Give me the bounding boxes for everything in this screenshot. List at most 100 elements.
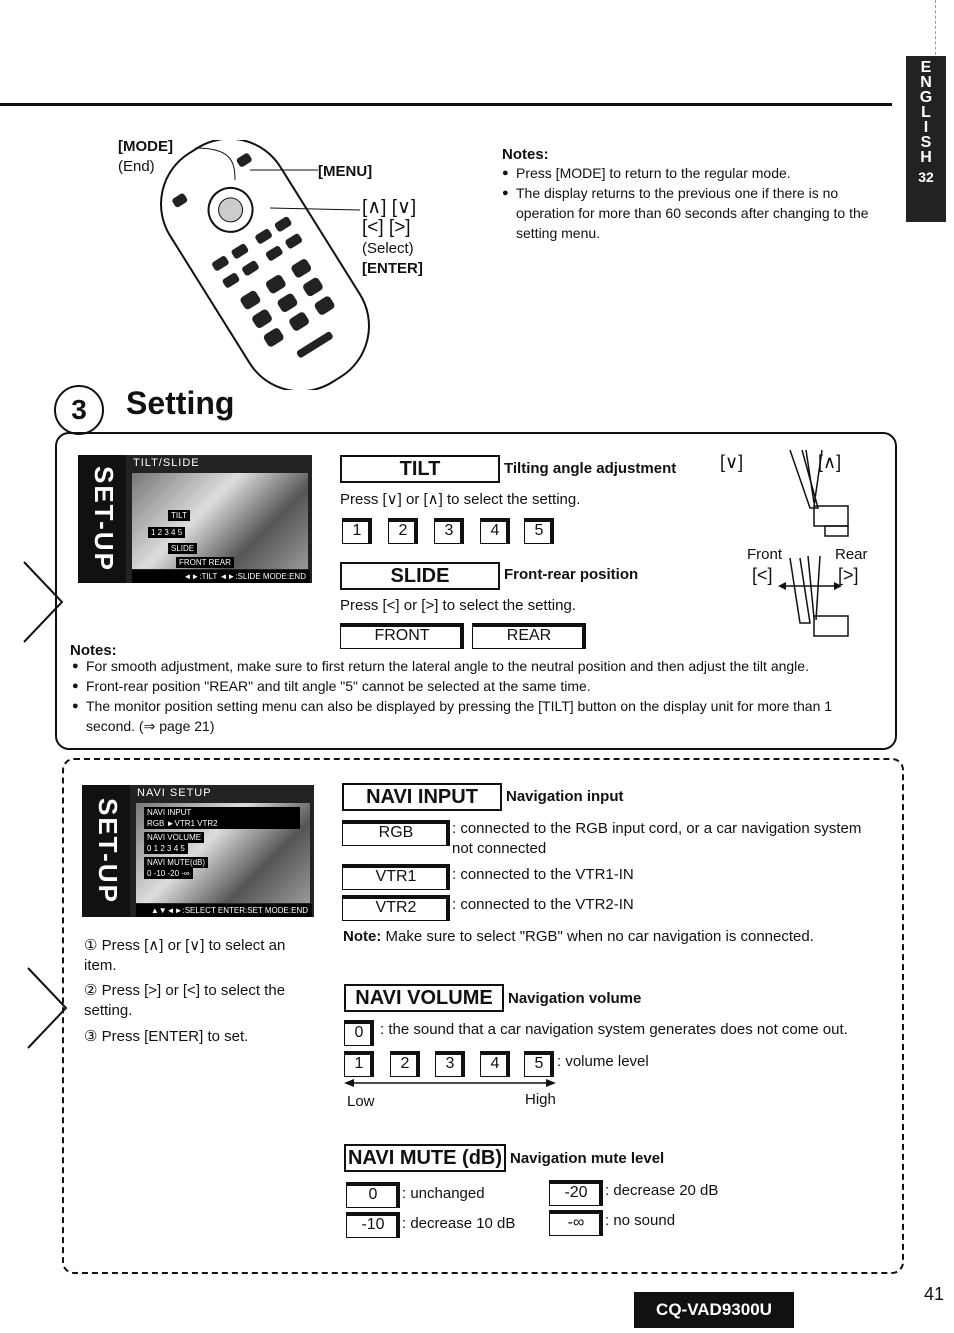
section-title: Setting bbox=[126, 385, 235, 421]
note-item: Front-rear position "REAR" and tilt angl… bbox=[72, 676, 884, 696]
mode-label: [MODE] bbox=[118, 138, 173, 155]
lcd-row-mute: NAVI MUTE(dB) bbox=[144, 857, 209, 868]
fig-rear-label: Rear bbox=[835, 546, 868, 563]
tab-letter: I bbox=[923, 119, 929, 136]
slide-option-rear: REAR bbox=[472, 623, 586, 649]
fig-left-label: [<] bbox=[752, 565, 773, 585]
mute-10-desc: : decrease 10 dB bbox=[402, 1215, 516, 1232]
note-item: The monitor position setting menu can al… bbox=[72, 696, 884, 736]
note-item: For smooth adjustment, make sure to firs… bbox=[72, 656, 884, 676]
mute-option-0: 0 bbox=[346, 1182, 400, 1208]
lcd-row-mute-values: 0 -10 -20 -∞ bbox=[144, 868, 193, 879]
slide-instruction: Press [<] or [>] to select the setting. bbox=[340, 597, 576, 614]
tab-letter: E bbox=[920, 59, 932, 76]
lcd-footer: ◄►:TILT ◄►:SLIDE MODE:END bbox=[132, 570, 310, 583]
note-item: The display returns to the previous one … bbox=[502, 183, 892, 243]
lcd-row-input: NAVI INPUT bbox=[144, 807, 300, 818]
notes-top: Notes: Press [MODE] to return to the reg… bbox=[502, 146, 892, 243]
note-item: Press [MODE] to return to the regular mo… bbox=[502, 163, 892, 183]
input-vtr2-desc: : connected to the VTR2-IN bbox=[452, 896, 634, 913]
step-2: ② Press [>] or [<] to select the setting… bbox=[84, 982, 286, 1019]
volume-option-3: 3 bbox=[435, 1051, 465, 1077]
volume-option-5: 5 bbox=[524, 1051, 554, 1077]
input-option-vtr2: VTR2 bbox=[342, 895, 450, 921]
tab-letter: G bbox=[919, 89, 933, 106]
volume-zero-desc: : the sound that a car navigation system… bbox=[380, 1021, 848, 1038]
lcd-tilt: TILT bbox=[168, 510, 190, 521]
monitor-tilt-figure bbox=[778, 449, 849, 637]
step-3: ③ Press [ENTER] to set. bbox=[84, 1028, 249, 1045]
select-label: (Select) bbox=[362, 240, 414, 257]
note-text: Make sure to select "RGB" when no car na… bbox=[385, 928, 814, 945]
tab-letter: H bbox=[920, 149, 932, 166]
lcd-slide-values: FRONT REAR bbox=[176, 557, 234, 568]
mute-0-desc: : unchanged bbox=[402, 1185, 485, 1202]
navi-volume-heading: NAVI VOLUME bbox=[344, 984, 504, 1012]
page-number: 41 bbox=[924, 1284, 945, 1304]
mute-inf-desc: : no sound bbox=[605, 1212, 676, 1229]
input-option-vtr1: VTR1 bbox=[342, 864, 450, 890]
mute-option-inf: -∞ bbox=[549, 1210, 603, 1236]
fig-up-label: [∧] bbox=[818, 452, 842, 472]
navi-input-heading: NAVI INPUT bbox=[342, 783, 502, 811]
leftright-label: [<] [>] bbox=[362, 217, 411, 238]
tilt-option-2: 2 bbox=[388, 518, 418, 544]
navi-mute-desc: Navigation mute level bbox=[510, 1150, 665, 1167]
tilt-notes-heading: Notes: bbox=[70, 642, 117, 659]
volume-option-4: 4 bbox=[480, 1051, 510, 1077]
pointer-arrow bbox=[27, 967, 68, 1049]
tilt-instruction: Press [∨] or [∧] to select the setting. bbox=[340, 491, 581, 508]
mute-option-10: -10 bbox=[346, 1212, 400, 1238]
low-high-arrow bbox=[344, 1079, 556, 1087]
navi-panel bbox=[62, 758, 904, 1274]
lcd-row-volume: NAVI VOLUME bbox=[144, 832, 205, 843]
tab-page-number: 32 bbox=[918, 169, 934, 185]
input-rgb-desc: : connected to the RGB input cord, or a … bbox=[452, 820, 862, 857]
slide-heading: SLIDE bbox=[340, 562, 500, 590]
remote-control-illustration bbox=[160, 140, 370, 390]
cut-line bbox=[935, 0, 936, 60]
setup-label: SET-UP bbox=[82, 785, 130, 917]
fig-front-label: Front bbox=[747, 546, 783, 563]
lcd-tilt-values: 1 2 3 4 5 bbox=[148, 527, 186, 538]
tilt-slide-panel bbox=[55, 432, 897, 750]
fig-down-label: [∨] bbox=[720, 452, 744, 472]
end-label: (End) bbox=[118, 158, 155, 175]
section-number: 3 bbox=[54, 385, 104, 435]
tilt-heading: TILT bbox=[340, 455, 500, 483]
note-label: Note: bbox=[343, 928, 382, 945]
input-vtr1-desc: : connected to the VTR1-IN bbox=[452, 866, 634, 883]
input-option-rgb: RGB bbox=[342, 820, 450, 846]
slide-desc: Front-rear position bbox=[504, 566, 639, 583]
high-label: High bbox=[525, 1091, 556, 1108]
tilt-option-4: 4 bbox=[480, 518, 510, 544]
lcd-title: NAVI SETUP bbox=[137, 787, 212, 799]
tab-letter: S bbox=[920, 134, 932, 151]
tab-letter: N bbox=[920, 74, 932, 91]
menu-label: [MENU] bbox=[318, 163, 373, 180]
pointer-arrow bbox=[23, 561, 64, 643]
mute-option-20: -20 bbox=[549, 1180, 603, 1206]
tilt-desc: Tilting angle adjustment bbox=[504, 460, 677, 477]
tilt-option-5: 5 bbox=[524, 518, 554, 544]
volume-option-0: 0 bbox=[344, 1020, 374, 1046]
mute-20-desc: : decrease 20 dB bbox=[605, 1182, 719, 1199]
navi-note: Note: Make sure to select "RGB" when no … bbox=[343, 927, 814, 947]
enter-label: [ENTER] bbox=[362, 260, 423, 277]
volume-option-1: 1 bbox=[344, 1051, 374, 1077]
step-1: ① Press [∧] or [∨] to select an item. bbox=[84, 937, 286, 974]
slide-option-front: FRONT bbox=[340, 623, 464, 649]
tilt-option-3: 3 bbox=[434, 518, 464, 544]
notes-heading: Notes: bbox=[502, 146, 549, 163]
updown-label: [∧] [∨] bbox=[362, 197, 417, 218]
model-badge: CQ-VAD9300U bbox=[634, 1292, 794, 1328]
header-rule bbox=[0, 103, 892, 106]
navi-volume-desc: Navigation volume bbox=[508, 990, 642, 1007]
lcd-slide: SLIDE bbox=[168, 543, 198, 554]
tilt-notes: For smooth adjustment, make sure to firs… bbox=[72, 656, 884, 736]
fig-right-label: [>] bbox=[838, 565, 859, 585]
navi-lcd: SET-UP NAVI SETUP NAVI INPUT RGB ►VTR1 V… bbox=[82, 785, 314, 917]
tilt-slide-lcd: SET-UP TILT/SLIDE TILT 1 2 3 4 5 SLIDE F… bbox=[78, 455, 312, 583]
volume-option-2: 2 bbox=[390, 1051, 420, 1077]
